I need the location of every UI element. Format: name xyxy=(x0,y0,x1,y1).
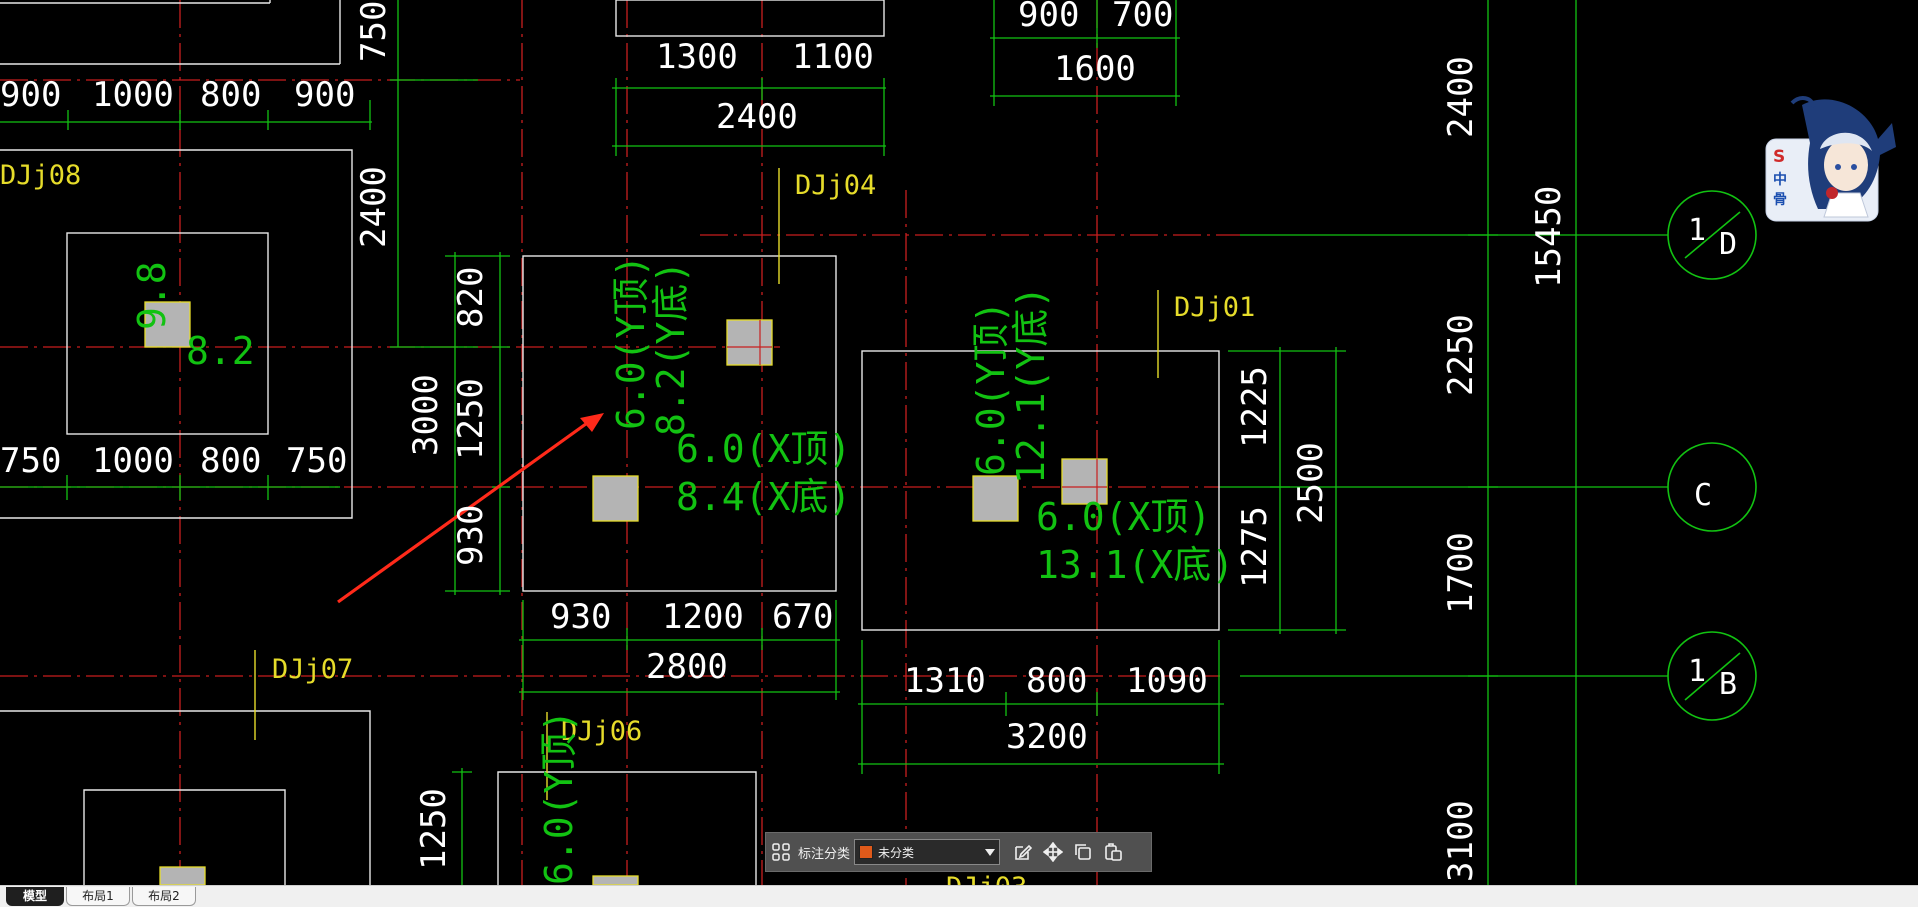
reinforcement-texts: 6.0(Y顶) 8.2(Y底) 6.0(X顶) 8.4(X底) 6.0(Y顶) … xyxy=(130,255,1234,885)
dim-text: 1200 xyxy=(662,597,744,637)
avatar-glyph-3: 骨 xyxy=(1773,192,1787,208)
dim-text: 1300 xyxy=(656,37,738,77)
tab-model[interactable]: 模型 xyxy=(6,887,64,906)
dim-text: 700 xyxy=(1112,0,1173,35)
dim-text: 2800 xyxy=(646,647,728,687)
cad-drawing-canvas[interactable]: 1 D C 1 B 900 1000 800 900 750 1000 800 … xyxy=(0,0,1918,885)
dim-text: 800 xyxy=(200,441,261,481)
dim-text: 1600 xyxy=(1054,49,1136,89)
axis-b-number: 1 xyxy=(1688,654,1706,689)
dim-text: 930 xyxy=(550,597,611,637)
dim-text: 3000 xyxy=(406,374,446,456)
rebar-text: 6.0(X顶) xyxy=(676,427,851,471)
dim-text: 900 xyxy=(0,75,61,115)
layout-tab-bar: 模型 布局1 布局2 xyxy=(0,885,1918,907)
dim-text: 2250 xyxy=(1441,314,1481,396)
label-djj06: DJj06 xyxy=(561,716,642,747)
grid-lines xyxy=(1220,0,1668,885)
column-squares xyxy=(144,301,1108,885)
rebar-text: 6.0(Y顶) xyxy=(609,255,653,430)
avatar-icon xyxy=(1765,96,1896,222)
move-icon[interactable] xyxy=(1038,837,1068,867)
dim-text: 3200 xyxy=(1006,717,1088,757)
vertical-dimension-texts: 750 2400 820 1250 930 3000 1225 1275 250… xyxy=(354,1,1569,882)
rebar-text: 8.4(X底) xyxy=(676,475,851,519)
rebar-text: 9.8 xyxy=(130,261,174,330)
avatar-widget[interactable]: S 中 骨 xyxy=(1762,95,1910,223)
rebar-text: 12.1(Y底) xyxy=(1009,286,1053,484)
avatar-glyph-1: S xyxy=(1773,147,1786,167)
tab-layout1[interactable]: 布局1 xyxy=(66,887,130,906)
foundation-outlines xyxy=(0,0,1220,885)
dim-text: 1000 xyxy=(92,75,174,115)
label-leaders xyxy=(254,168,1159,800)
rebar-text: 6.0(Y顶) xyxy=(537,710,581,885)
label-djj07: DJj07 xyxy=(272,654,353,685)
dim-text: 1275 xyxy=(1235,506,1275,588)
dim-text: 670 xyxy=(772,597,833,637)
category-color-swatch xyxy=(859,845,874,859)
annotation-arrow xyxy=(337,413,604,604)
dim-text: 3100 xyxy=(1441,800,1481,882)
dim-text: 820 xyxy=(451,267,491,328)
dim-text: 800 xyxy=(1026,661,1087,701)
dimension-lines xyxy=(0,0,1346,885)
rebar-text: 8.2(Y底) xyxy=(649,261,693,436)
category-label: 标注分类 xyxy=(798,846,851,862)
dim-text: 1250 xyxy=(414,788,454,870)
label-djj03: DJj03 xyxy=(946,872,1027,885)
axis-d-letter: D xyxy=(1719,227,1737,262)
dim-text: 750 xyxy=(0,441,61,481)
dim-text: 1250 xyxy=(451,378,491,460)
dim-text: 2500 xyxy=(1291,442,1331,524)
dim-text: 1000 xyxy=(92,441,174,481)
chevron-down-icon xyxy=(985,848,996,856)
tab-layout2[interactable]: 布局2 xyxy=(132,887,196,906)
dim-text: 1310 xyxy=(904,661,986,701)
label-djj01: DJj01 xyxy=(1174,292,1255,323)
label-djj08: DJj08 xyxy=(0,160,81,191)
dimension-texts: 900 1000 800 900 750 1000 800 750 1300 1… xyxy=(0,0,1208,757)
foundation-labels: DJj08 DJj04 DJj01 DJj07 DJj06 DJj03 xyxy=(0,160,1255,885)
copy-icon[interactable] xyxy=(1068,837,1098,867)
axis-c-letter: C xyxy=(1694,478,1712,513)
axis-b-letter: B xyxy=(1719,667,1737,702)
dim-text: 2400 xyxy=(354,166,394,248)
dim-text: 900 xyxy=(294,75,355,115)
grid-menu-icon[interactable] xyxy=(766,837,796,867)
dim-text: 15450 xyxy=(1529,186,1569,288)
dim-text: 800 xyxy=(200,75,261,115)
dim-text: 1090 xyxy=(1126,661,1208,701)
dim-text: 2400 xyxy=(1441,56,1481,138)
dim-text: 900 xyxy=(1018,0,1079,35)
paste-icon[interactable] xyxy=(1098,837,1128,867)
dim-text: 1100 xyxy=(792,37,874,77)
category-select[interactable]: 未分类 xyxy=(854,839,1001,865)
rebar-text: 8.2 xyxy=(186,329,255,373)
edit-icon[interactable] xyxy=(1008,837,1038,867)
dim-text: 750 xyxy=(354,1,394,62)
rebar-text: 13.1(X底) xyxy=(1036,543,1234,587)
rebar-text: 6.0(X顶) xyxy=(1036,495,1211,539)
dim-text: 2400 xyxy=(716,97,798,137)
axis-bubbles xyxy=(1667,190,1757,721)
avatar-glyph-2: 中 xyxy=(1773,172,1787,188)
annotation-category-toolbar: 标注分类 未分类 xyxy=(765,832,1152,872)
dim-text: 930 xyxy=(451,505,491,566)
dim-text: 1700 xyxy=(1441,532,1481,614)
label-djj04: DJj04 xyxy=(795,170,876,201)
dim-text: 750 xyxy=(286,441,347,481)
category-select-value: 未分类 xyxy=(878,845,915,860)
rebar-text: 6.0(Y顶) xyxy=(969,301,1013,476)
axis-d-number: 1 xyxy=(1688,213,1706,248)
dim-text: 1225 xyxy=(1235,366,1275,448)
